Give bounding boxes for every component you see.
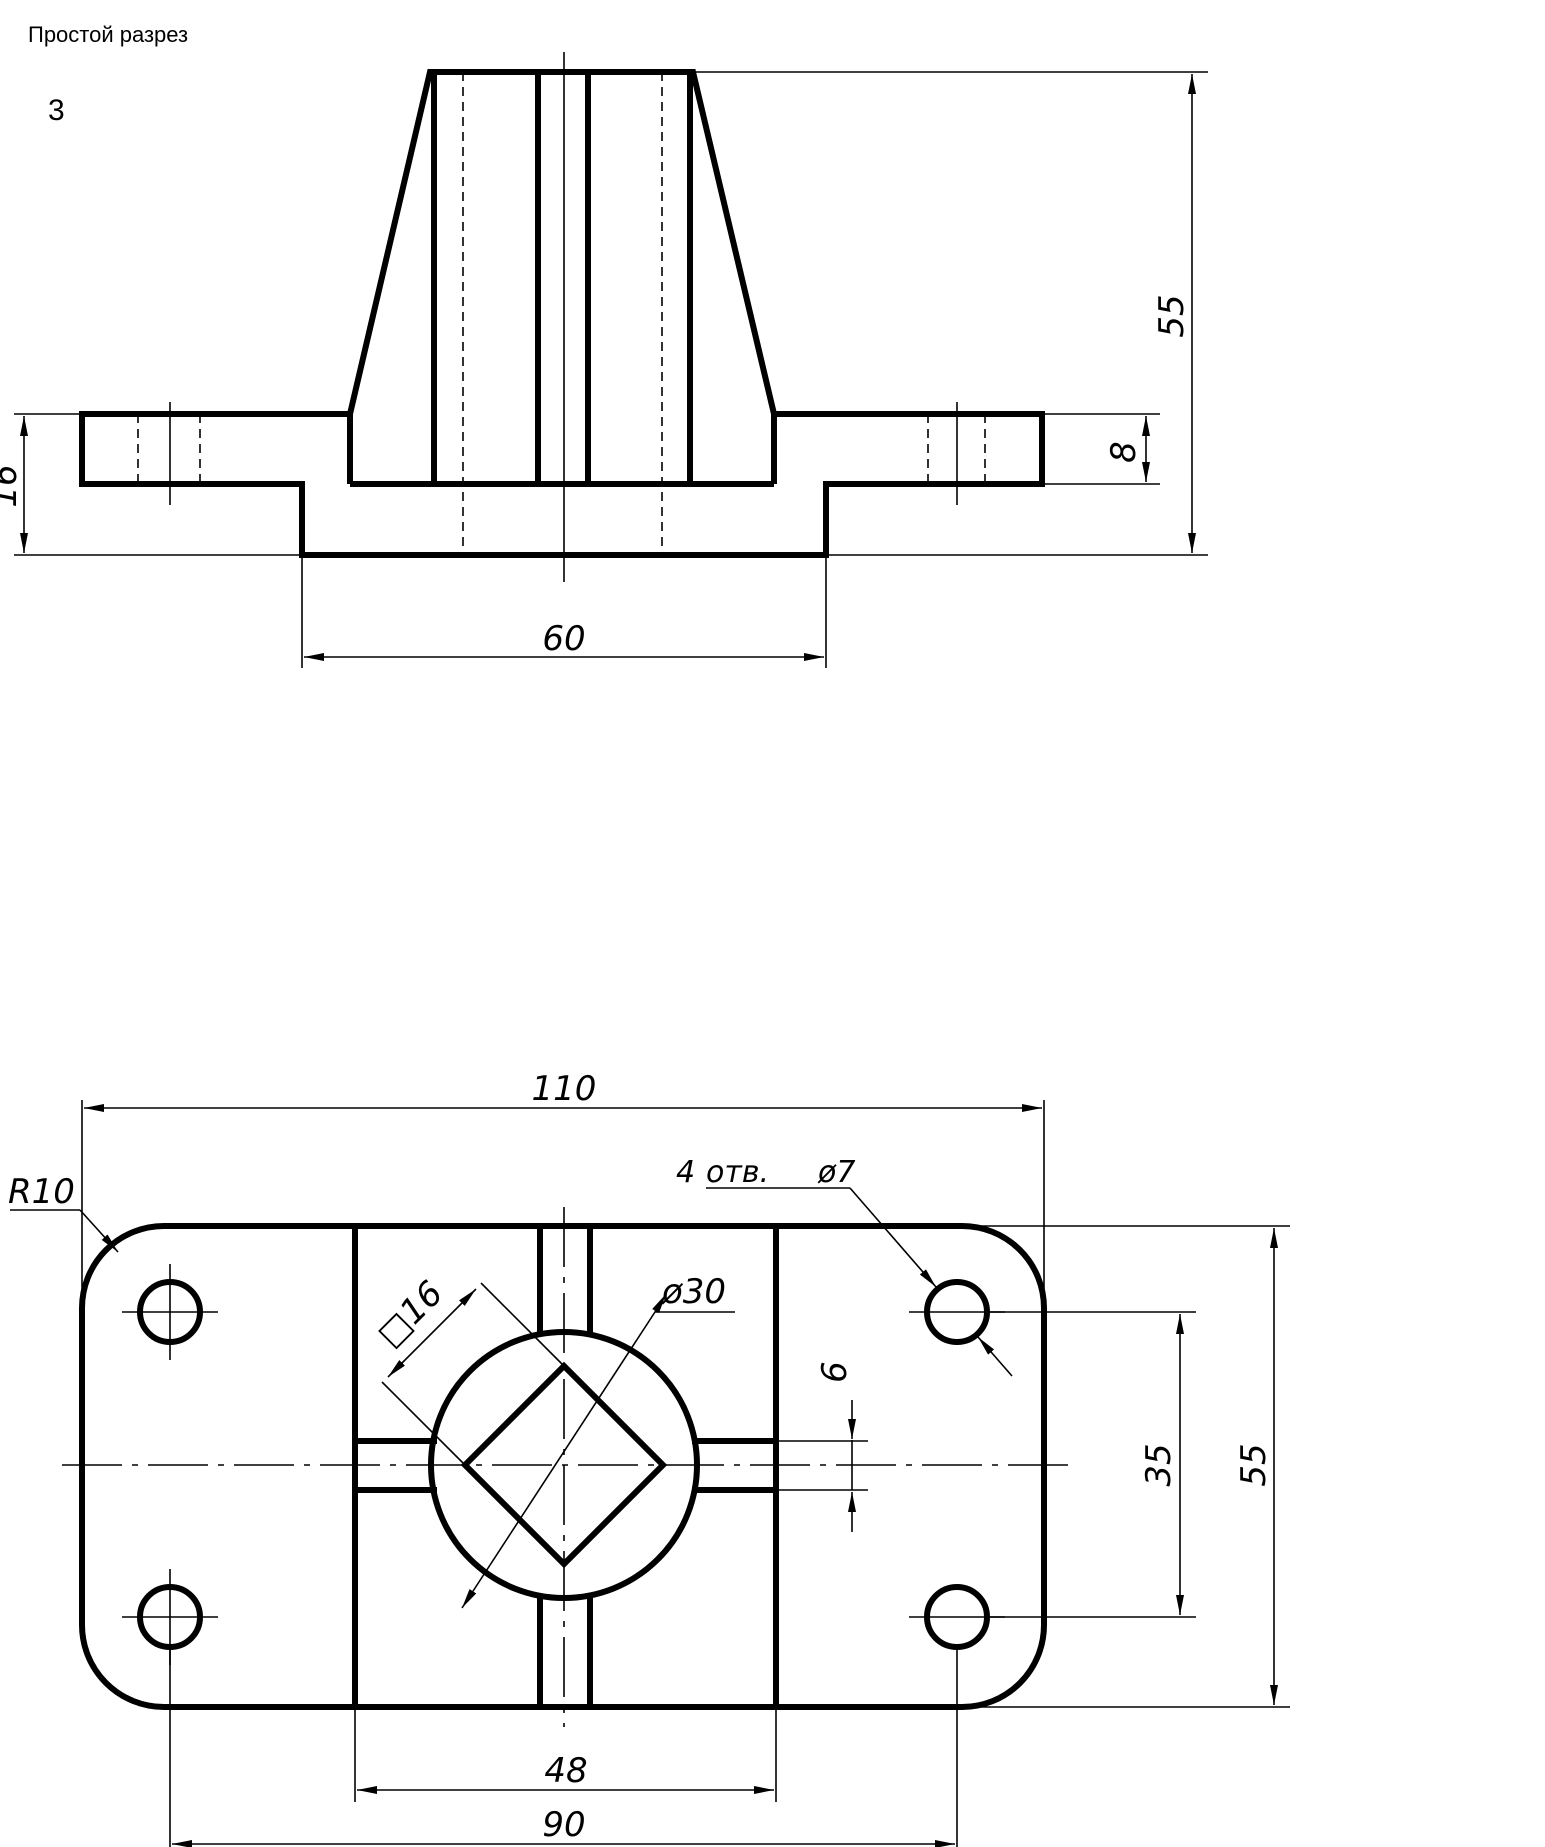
page-title: Простой разрез [28, 22, 189, 47]
dim-height-total: 55 [1152, 294, 1192, 337]
dim-base-height: 16 [0, 464, 25, 507]
dim-corner-radius: R10 [8, 1172, 75, 1212]
holes-leader [849, 1187, 937, 1288]
dim-line-circle-end [652, 1293, 667, 1314]
dim-circle-diameter: ø30 [661, 1272, 726, 1312]
dim-slot-width: 6 [815, 1361, 855, 1383]
front-view: 55 8 16 60 [0, 52, 1208, 668]
holes-count: 4 [676, 1155, 695, 1190]
dim-inner-width: 48 [544, 1751, 587, 1791]
sq-ext-line-a [381, 1381, 466, 1466]
dim-line-circle [461, 1311, 656, 1609]
dim-square: □16 [369, 1273, 451, 1355]
holes-leader-ext [977, 1336, 1013, 1377]
sheet-number: 3 [48, 94, 65, 127]
r10-leader [79, 1209, 119, 1253]
top-view: 110 R10 4 отв. ø7 □16 ø30 6 35 [8, 1069, 1290, 1847]
dim-hole-spacing-y: 35 [1139, 1443, 1179, 1486]
dim-overall-height: 55 [1234, 1443, 1274, 1486]
holes-word: отв. [706, 1155, 769, 1190]
dim-hole-spacing-x: 90 [542, 1805, 585, 1845]
dim-line-square [387, 1288, 477, 1378]
plate-outline [79, 1223, 1047, 1710]
dim-overall-width: 110 [532, 1069, 597, 1109]
dim-flange-thickness: 8 [1104, 441, 1144, 463]
dim-base-width: 60 [542, 619, 585, 659]
sq-ext-line-b [480, 1282, 565, 1367]
holes-diameter: ø7 [817, 1155, 855, 1190]
